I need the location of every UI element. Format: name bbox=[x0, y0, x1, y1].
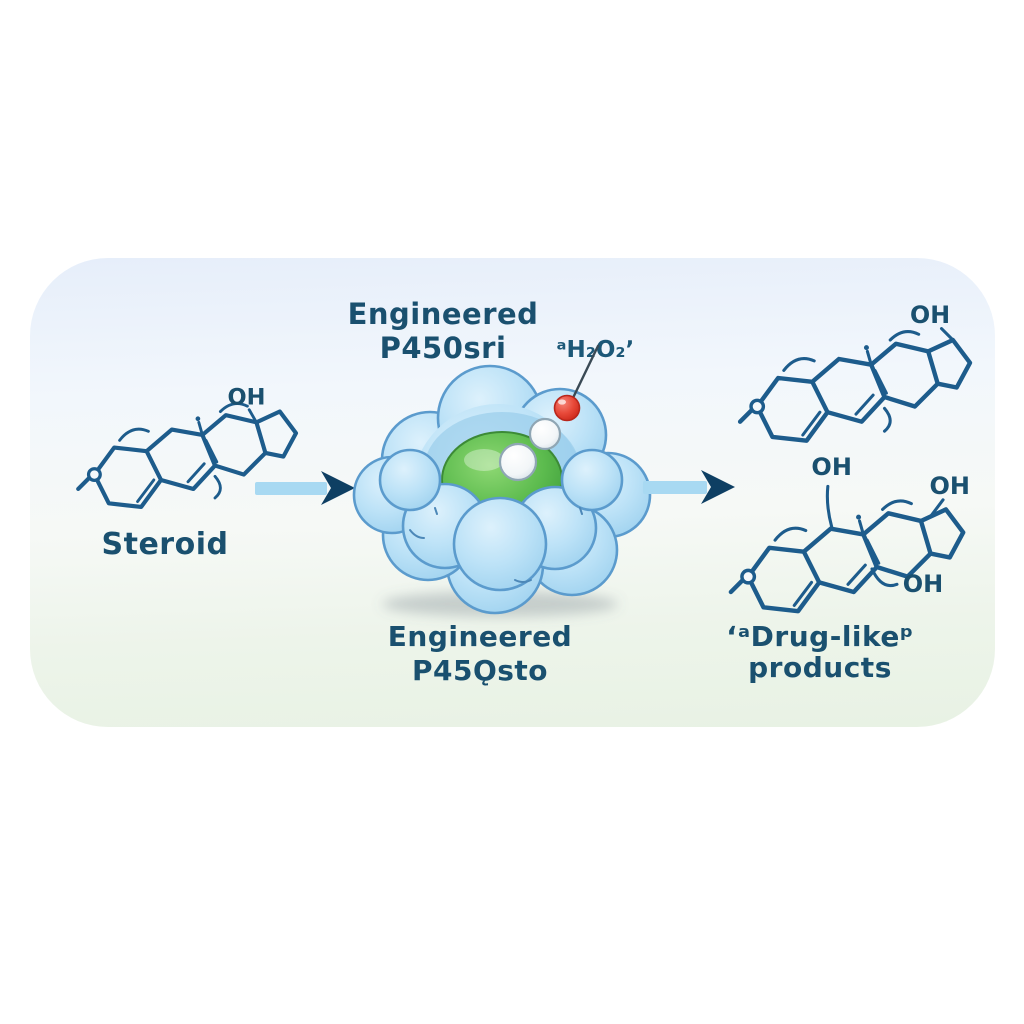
enzyme-title-bottom-line1: Engineered bbox=[387, 620, 573, 653]
steroid-skeleton bbox=[728, 484, 966, 614]
enzyme-title-top-line2: P450sri bbox=[379, 331, 507, 365]
products-caption-line1: ʻᵃDrug-likeᵖ bbox=[726, 620, 914, 653]
arrow-head bbox=[321, 471, 355, 505]
product-molecule-2: OH OH OH bbox=[728, 453, 971, 614]
product2-oh-bottom-label: OH bbox=[903, 570, 944, 598]
substrate-molecule: OH bbox=[76, 384, 299, 510]
enzyme-title-bottom: Engineered P45Ǫsto bbox=[368, 620, 592, 688]
reaction-arrow-right bbox=[643, 470, 735, 504]
product1-oh-label: OH bbox=[910, 301, 950, 329]
enzyme-graphic bbox=[352, 344, 652, 617]
arrow-shaft bbox=[643, 481, 707, 494]
enzyme-crease-marks bbox=[409, 507, 583, 583]
arrow-shaft bbox=[255, 482, 327, 495]
enzyme-title-top-line1: Engineered bbox=[347, 297, 539, 331]
steroid-skeleton bbox=[76, 402, 299, 510]
h2o2-molecule bbox=[498, 394, 581, 482]
enzyme-title-top: Engineered P450sri bbox=[330, 297, 556, 365]
product-molecule-1: OH bbox=[737, 301, 973, 443]
steroid-skeleton bbox=[737, 327, 973, 443]
reaction-arrow-left bbox=[255, 471, 355, 505]
enzyme-title-bottom-line2: P45Ǫsto bbox=[411, 654, 549, 687]
h2o2-pointer-line bbox=[570, 344, 600, 402]
substrate-oh-label: OH bbox=[228, 384, 266, 410]
oxygen-atom-red bbox=[553, 394, 581, 422]
enzyme-front-lobes bbox=[378, 448, 624, 592]
water-atom-small bbox=[528, 417, 562, 451]
products-caption-line2: products bbox=[748, 651, 892, 684]
arrow-head bbox=[701, 470, 735, 504]
substrate-name-label: Steroid bbox=[101, 527, 229, 562]
water-atom-large bbox=[498, 442, 538, 482]
products-caption: ʻᵃDrug-likeᵖ products bbox=[712, 621, 928, 683]
product2-oh-right-label: OH bbox=[930, 472, 971, 500]
active-site-highlight bbox=[464, 449, 504, 471]
product2-oh-topleft-label: OH bbox=[811, 453, 852, 481]
